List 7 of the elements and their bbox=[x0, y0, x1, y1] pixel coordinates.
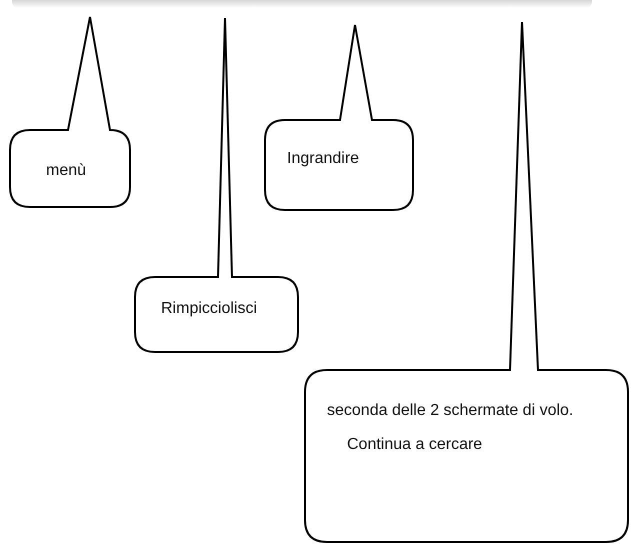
callout-bubble bbox=[265, 25, 413, 210]
callout-text: menù bbox=[46, 161, 88, 181]
callout-text: Rimpicciolisci bbox=[161, 299, 258, 319]
callout-text: Continua a cercare bbox=[346, 434, 484, 455]
callout-bubble bbox=[10, 17, 130, 207]
callout-text: seconda delle 2 schermate di volo. bbox=[327, 401, 574, 421]
callout-text: Ingrandire bbox=[287, 149, 360, 169]
